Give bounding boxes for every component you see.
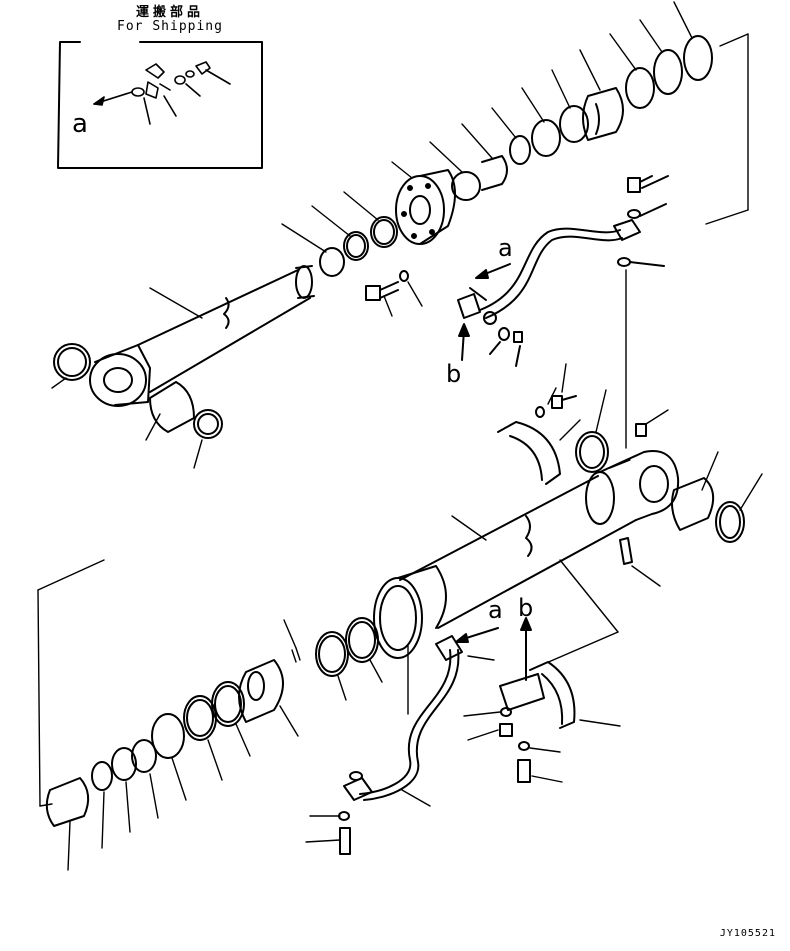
shipping-inset-box bbox=[57, 41, 263, 169]
piston-seals-upper bbox=[451, 35, 713, 201]
upper-frame-lines bbox=[625, 33, 749, 449]
lower-seal-rings bbox=[45, 617, 379, 827]
drawing-code: JY105521 bbox=[719, 928, 776, 939]
upper-hose-tube bbox=[457, 219, 641, 325]
label-b-upper: b bbox=[446, 360, 461, 388]
cylinder-tube bbox=[399, 450, 680, 629]
lower-hose-tube bbox=[338, 635, 463, 855]
rod-end-parts bbox=[53, 343, 223, 439]
upper-arrow-a bbox=[475, 263, 511, 279]
cylinder-tube-bottom-parts bbox=[575, 423, 745, 565]
head-bolt bbox=[365, 270, 409, 301]
label-a-lower: a bbox=[488, 596, 503, 624]
shipping-title-japanese: 運搬部品 bbox=[135, 5, 204, 20]
lower-arrow-b bbox=[520, 617, 532, 681]
lower-arrow-a bbox=[455, 627, 499, 643]
lower-frame-lines bbox=[37, 559, 619, 807]
label-a-shipping: a bbox=[72, 109, 88, 139]
lower-leader-lines bbox=[67, 363, 763, 871]
lower-clamp-band bbox=[499, 661, 576, 783]
tube-head-end bbox=[373, 565, 447, 659]
upper-arrow-b bbox=[458, 323, 470, 361]
label-b-lower: b bbox=[518, 594, 533, 622]
upper-hose-fittings bbox=[489, 175, 669, 367]
shipping-title-english: For Shipping bbox=[117, 19, 223, 35]
upper-seal-rings bbox=[319, 216, 398, 277]
upper-clamp-band bbox=[497, 395, 577, 485]
piston-rod bbox=[89, 265, 315, 407]
shipping-header: 運搬部品 For Shipping bbox=[100, 5, 240, 35]
cylinder-head bbox=[395, 169, 456, 245]
label-a-upper: a bbox=[498, 234, 513, 262]
shipping-fitting-parts bbox=[93, 61, 231, 125]
upper-leader-lines bbox=[51, 1, 693, 469]
